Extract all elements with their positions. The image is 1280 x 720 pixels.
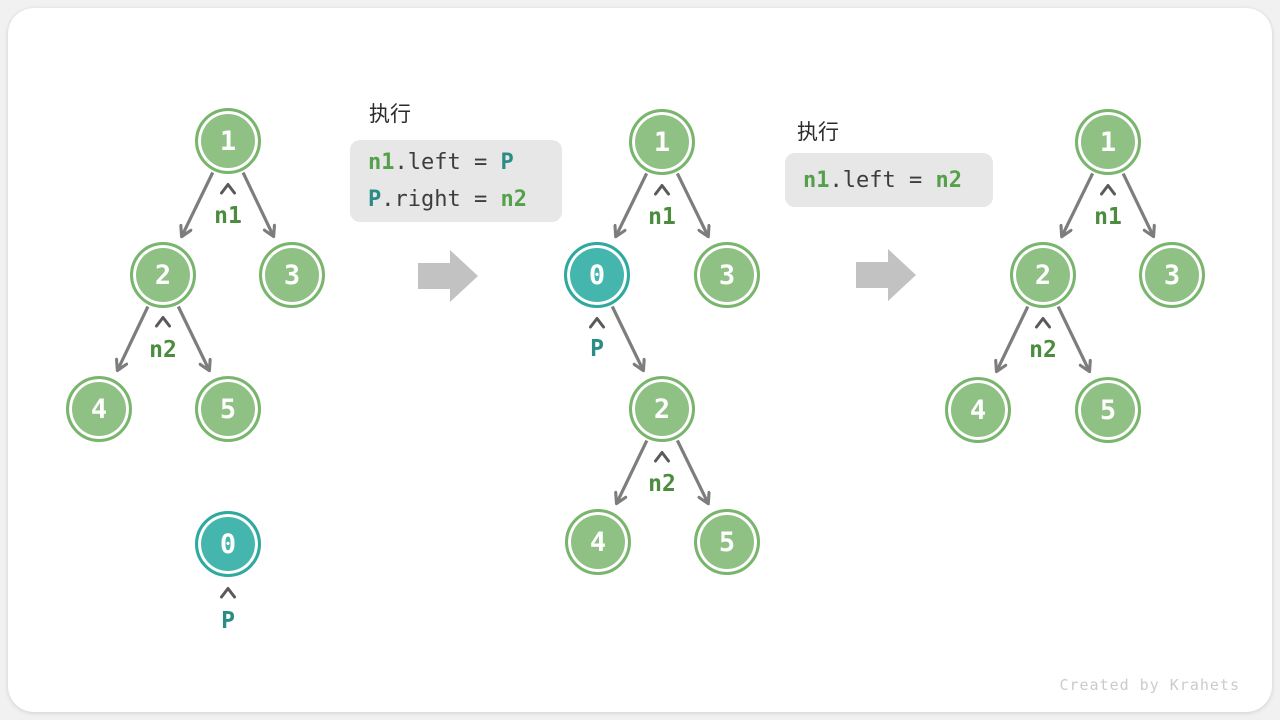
code-block-2: n1.left = n2 [785, 153, 993, 207]
pointer-caret-icon [220, 183, 236, 195]
pointer-label-P: P [221, 608, 235, 634]
edge-tree-during-2-4 [617, 439, 649, 503]
tree-after-node-2: 2 [1010, 242, 1076, 308]
code-token: .right = [381, 187, 501, 212]
edge-tree-after-1-2 [1062, 172, 1095, 235]
tree-before-node-5: 5 [195, 376, 261, 442]
edge-tree-after-1-3 [1121, 172, 1153, 236]
transition-arrow-icon [856, 249, 916, 301]
pointer-label-n2: n2 [648, 471, 676, 497]
code-token: n1 [803, 167, 830, 193]
code-token: P [368, 187, 382, 212]
pointer-label-n1: n1 [214, 203, 242, 229]
pointer-label-n2: n2 [1029, 337, 1057, 363]
code-line: n1.left = n2 [803, 162, 993, 199]
edge-tree-during-1-3 [675, 172, 707, 235]
pointer-label-P: P [590, 336, 604, 362]
tree-after-node-5: 5 [1075, 377, 1141, 443]
tree-after-node-4: 4 [945, 377, 1011, 443]
edge-tree-during-2-5 [675, 439, 707, 502]
edge-tree-before-2-5 [176, 305, 209, 369]
pointer-caret-icon [220, 587, 236, 599]
edge-tree-before-2-4 [118, 305, 150, 370]
tree-before-node-3: 3 [259, 242, 325, 308]
watermark-credit: Created by Krahets [1059, 676, 1240, 694]
exec-label-1: 执行 [369, 102, 411, 126]
tree-before-node-2: 2 [130, 242, 196, 308]
pointer-caret-icon [1035, 317, 1051, 329]
transition-arrow-icon [418, 250, 478, 302]
pointer-label-n1: n1 [1094, 204, 1122, 230]
code-token: n2 [935, 167, 962, 193]
edge-tree-after-2-4 [997, 305, 1030, 371]
code-token: n1 [368, 150, 395, 175]
pointer-caret-icon [155, 316, 171, 328]
tree-during-node-0: 0 [564, 242, 630, 308]
code-token: .left = [829, 167, 936, 193]
tree-during-node-5: 5 [694, 509, 760, 575]
pointer-label-n1: n1 [648, 204, 676, 230]
pointer-label-n2: n2 [149, 337, 177, 363]
tree-during-node-1: 1 [629, 109, 695, 175]
edge-tree-before-1-2 [182, 171, 215, 235]
code-token: .left = [394, 150, 501, 175]
tree-before-node-1: 1 [195, 108, 261, 174]
edge-tree-during-1-0 [616, 172, 649, 235]
code-line: n1.left = P [368, 144, 562, 181]
code-token: P [500, 150, 514, 175]
edge-tree-after-2-5 [1056, 305, 1089, 371]
pointer-caret-icon [654, 451, 670, 463]
tree-during-node-4: 4 [565, 509, 631, 575]
edge-tree-before-1-3 [241, 171, 273, 236]
pointer-caret-icon [654, 184, 670, 196]
code-token: n2 [500, 187, 527, 212]
pointer-caret-icon [589, 317, 605, 329]
tree-after-node-3: 3 [1139, 242, 1205, 308]
tree-during-node-3: 3 [694, 242, 760, 308]
tree-during-node-2: 2 [629, 376, 695, 442]
tree-before-node-0: 0 [195, 511, 261, 577]
tree-after-node-1: 1 [1075, 109, 1141, 175]
exec-label-2: 执行 [797, 120, 839, 144]
code-line: P.right = n2 [368, 181, 562, 218]
tree-before-node-4: 4 [66, 376, 132, 442]
edge-tree-during-0-2 [610, 305, 643, 369]
pointer-caret-icon [1100, 184, 1116, 196]
